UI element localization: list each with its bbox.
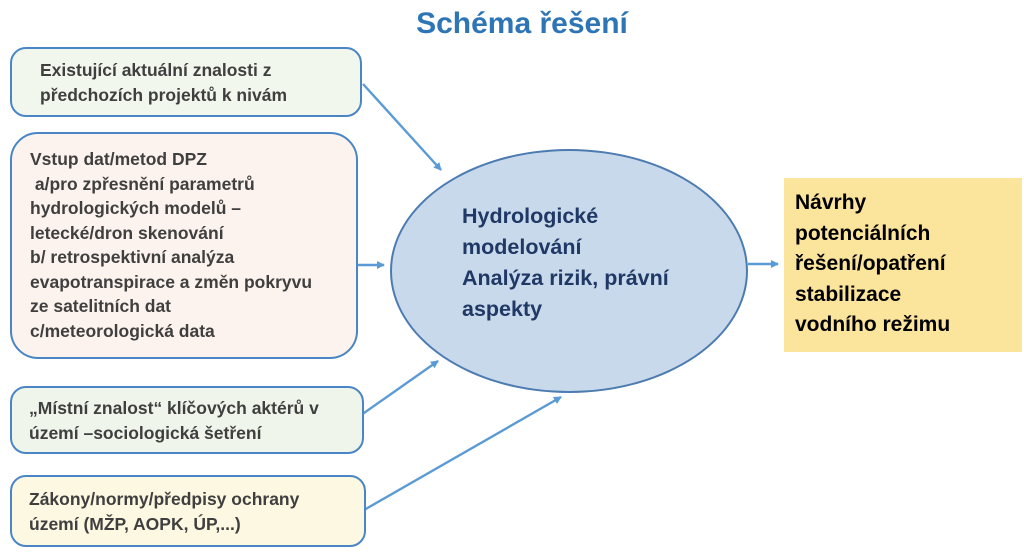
arrow-box3-to-ellipse <box>353 360 439 421</box>
output-box: Návrhy potenciálních řešení/opatření sta… <box>784 178 1022 352</box>
input-box-existing-knowledge: Existující aktuální znalosti z předchozí… <box>10 47 362 117</box>
process-ellipse-text: Hydrologické modelování Analýza rizik, p… <box>462 204 669 321</box>
slide-title: Schéma řešení <box>416 7 628 40</box>
input-box-local-knowledge-text: „Místní znalost“ klíčových aktérů v územ… <box>29 398 319 443</box>
arrow-box4-to-ellipse <box>363 395 562 512</box>
arrow-box1-to-ellipse <box>362 83 442 171</box>
input-box-laws-norms: Zákony/normy/předpisy ochrany území (MŽP… <box>10 475 366 547</box>
process-ellipse: Hydrologické modelování Analýza rizik, p… <box>390 149 748 393</box>
input-box-data-methods-dpz-text: Vstup dat/metod DPZ a/pro zpřesnění para… <box>30 149 313 341</box>
input-box-laws-norms-text: Zákony/normy/předpisy ochrany území (MŽP… <box>29 489 300 534</box>
input-box-data-methods-dpz: Vstup dat/metod DPZ a/pro zpřesnění para… <box>10 132 358 359</box>
output-box-text: Návrhy potenciálních řešení/opatření sta… <box>795 191 951 336</box>
input-box-local-knowledge: „Místní znalost“ klíčových aktérů v územ… <box>10 386 364 454</box>
input-box-existing-knowledge-text: Existující aktuální znalosti z předchozí… <box>40 60 287 105</box>
